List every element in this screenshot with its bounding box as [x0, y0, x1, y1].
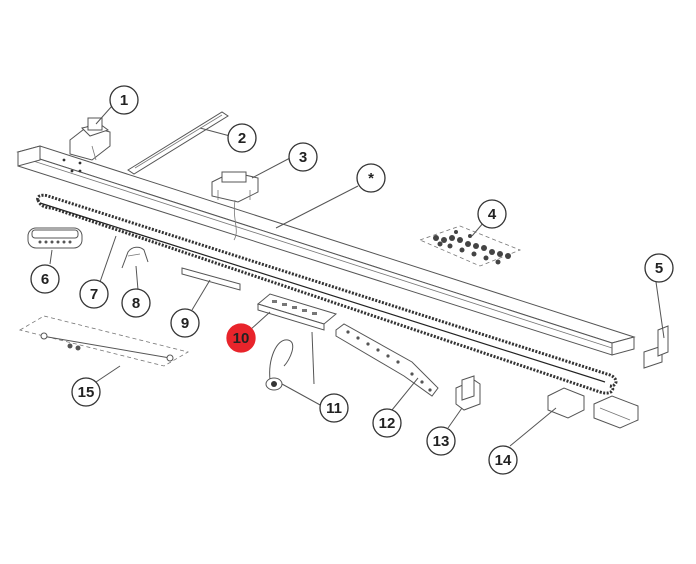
door-bracket — [455, 375, 481, 411]
callout-11: 11 — [319, 393, 349, 423]
callout-label: 2 — [238, 130, 246, 147]
callout-label: 12 — [379, 415, 396, 432]
callout-2: 2 — [227, 123, 257, 153]
callout-9: 9 — [170, 308, 200, 338]
callout-circle — [488, 445, 518, 475]
callout-label: 13 — [433, 433, 450, 450]
callout-5: 5 — [644, 253, 674, 283]
leader-lines — [49, 105, 665, 447]
callout-label: 10 — [233, 330, 250, 347]
callout-1: 1 — [109, 85, 139, 115]
callout-circle — [319, 393, 349, 423]
callout-label: 14 — [495, 452, 512, 469]
callout-circle — [477, 199, 507, 229]
callout-label: 9 — [181, 315, 189, 332]
callout-circle — [426, 426, 456, 456]
callout-circle — [226, 323, 256, 353]
callout-circle — [121, 288, 151, 318]
callout-14: 14 — [488, 445, 518, 475]
chain-clip — [121, 246, 149, 269]
callout-15: 15 — [71, 377, 101, 407]
callout-label: 11 — [326, 400, 342, 417]
callout-label: 8 — [132, 295, 140, 312]
callout-star: * — [356, 163, 386, 193]
callout-7: 7 — [79, 279, 109, 309]
callout-circle — [79, 279, 109, 309]
sprocket-cover — [27, 227, 83, 249]
callout-label: 6 — [41, 271, 49, 288]
callout-circle — [30, 264, 60, 294]
callout-12: 12 — [372, 408, 402, 438]
callout-label: 1 — [120, 92, 128, 109]
rail-bracket — [211, 171, 259, 241]
callout-13: 13 — [426, 426, 456, 456]
callout-10: 10 — [226, 323, 256, 353]
callout-label: 15 — [78, 384, 95, 401]
callout-6: 6 — [30, 264, 60, 294]
callout-8: 8 — [121, 288, 151, 318]
callout-label: 7 — [90, 286, 98, 303]
callout-circle — [227, 123, 257, 153]
callout-3: 3 — [288, 142, 318, 172]
rail — [16, 145, 636, 356]
callout-circle — [372, 408, 402, 438]
door-arm — [335, 323, 439, 397]
hardware-kit — [418, 225, 522, 267]
callout-label: 3 — [299, 149, 307, 166]
mounting-strap — [127, 111, 229, 175]
callout-circle — [71, 377, 101, 407]
callout-circle — [644, 253, 674, 283]
callout-circle — [356, 163, 386, 193]
end-bracket — [643, 325, 669, 369]
callout-4: 4 — [477, 199, 507, 229]
trolley — [256, 293, 338, 331]
master-link-bar — [181, 267, 241, 291]
header-bracket — [69, 117, 111, 161]
callout-label: * — [368, 170, 374, 187]
motor-mount — [547, 387, 639, 429]
release-cord — [265, 331, 315, 391]
callout-circle — [170, 308, 200, 338]
callout-circle — [288, 142, 318, 172]
callout-label: 4 — [488, 206, 497, 223]
support-bar — [18, 315, 190, 367]
chain — [36, 193, 618, 395]
callout-circle — [109, 85, 139, 115]
callout-label: 5 — [655, 260, 663, 277]
